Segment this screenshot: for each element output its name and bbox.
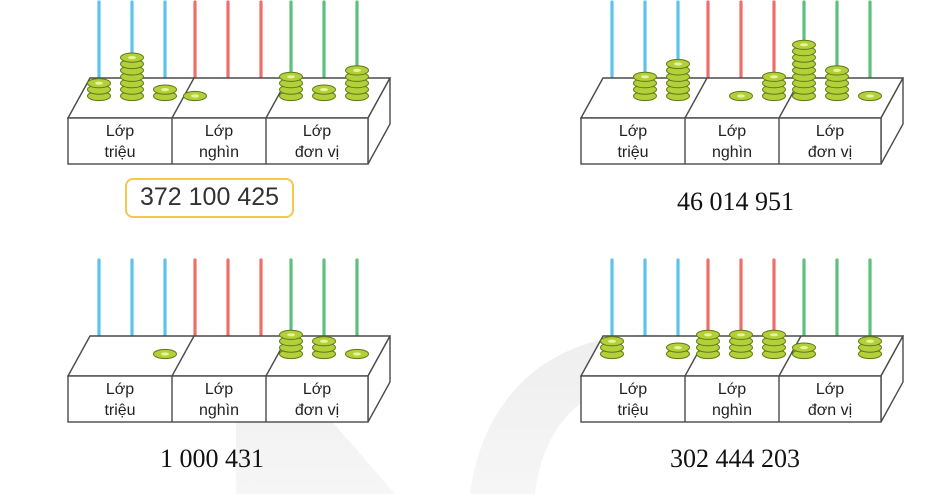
- bead-highlight: [161, 88, 169, 92]
- bead-highlight: [737, 94, 745, 98]
- class-label-nghin: nghìn: [712, 144, 752, 161]
- class-label-trieu: Lớp: [106, 123, 134, 140]
- bead-highlight: [800, 346, 808, 350]
- box-top: [66, 335, 392, 377]
- number-caption-4: 302 444 203: [670, 444, 800, 473]
- bead-highlight: [674, 62, 682, 66]
- class-label-nghin: Lớp: [718, 123, 746, 140]
- class-label-nghin: nghìn: [199, 144, 239, 161]
- class-label-don-vi: Lớp: [816, 381, 844, 398]
- bead-highlight: [287, 333, 295, 337]
- bead-highlight: [95, 81, 103, 85]
- bead-highlight: [866, 94, 874, 98]
- class-label-trieu: triệu: [617, 144, 648, 161]
- bead-highlight: [866, 339, 874, 343]
- bead-highlight: [770, 333, 778, 337]
- class-label-nghin: nghìn: [712, 402, 752, 419]
- class-label-nghin: Lớp: [718, 381, 746, 398]
- bead-highlight: [641, 75, 649, 79]
- bead-highlight: [353, 352, 361, 356]
- bead-highlight: [320, 339, 328, 343]
- box-divider: [171, 335, 195, 377]
- bead-highlight: [320, 88, 328, 92]
- bead-highlight: [128, 56, 136, 60]
- box-divider: [778, 335, 802, 377]
- bead-highlight: [833, 68, 841, 72]
- box-divider: [684, 77, 708, 119]
- class-label-nghin: Lớp: [205, 123, 233, 140]
- number-caption-3: 1 000 431: [160, 444, 264, 473]
- class-label-trieu: triệu: [104, 144, 135, 161]
- class-label-don-vi: Lớp: [303, 123, 331, 140]
- class-label-don-vi: Lớp: [303, 381, 331, 398]
- bead-highlight: [800, 43, 808, 47]
- class-label-trieu: triệu: [104, 402, 135, 419]
- bead-highlight: [608, 339, 616, 343]
- number-caption-1: 372 100 425: [125, 178, 295, 218]
- bead-highlight: [737, 333, 745, 337]
- class-label-don-vi: đơn vị: [295, 144, 339, 161]
- class-label-trieu: Lớp: [106, 381, 134, 398]
- class-label-don-vi: đơn vị: [808, 402, 852, 419]
- box-front: [67, 117, 369, 165]
- class-label-don-vi: đơn vị: [295, 402, 339, 419]
- number-caption-2: 46 014 951: [677, 187, 794, 216]
- class-label-trieu: Lớp: [619, 381, 647, 398]
- abacus-1: Lớp triệu Lớp nghìn Lớp đơn vị: [66, 0, 392, 165]
- box-front: [67, 375, 369, 423]
- abacus-4: Lớp triệu Lớp nghìn Lớp đơn vị: [579, 258, 905, 423]
- class-label-trieu: Lớp: [619, 123, 647, 140]
- class-label-trieu: triệu: [617, 402, 648, 419]
- box-front: [580, 117, 882, 165]
- bead-highlight: [704, 333, 712, 337]
- class-label-don-vi: Lớp: [816, 123, 844, 140]
- abacus-2: Lớp triệu Lớp nghìn Lớp đơn vị: [579, 0, 905, 165]
- abacus-3: Lớp triệu Lớp nghìn Lớp đơn vị: [66, 258, 392, 423]
- bead-highlight: [770, 75, 778, 79]
- class-label-don-vi: đơn vị: [808, 144, 852, 161]
- bead-highlight: [353, 68, 361, 72]
- box-front: [580, 375, 882, 423]
- box-divider: [171, 77, 195, 119]
- box-top: [66, 77, 392, 119]
- bead-highlight: [674, 346, 682, 350]
- class-label-nghin: Lớp: [205, 381, 233, 398]
- bead-highlight: [287, 75, 295, 79]
- bead-highlight: [161, 352, 169, 356]
- bead-highlight: [191, 94, 199, 98]
- class-label-nghin: nghìn: [199, 402, 239, 419]
